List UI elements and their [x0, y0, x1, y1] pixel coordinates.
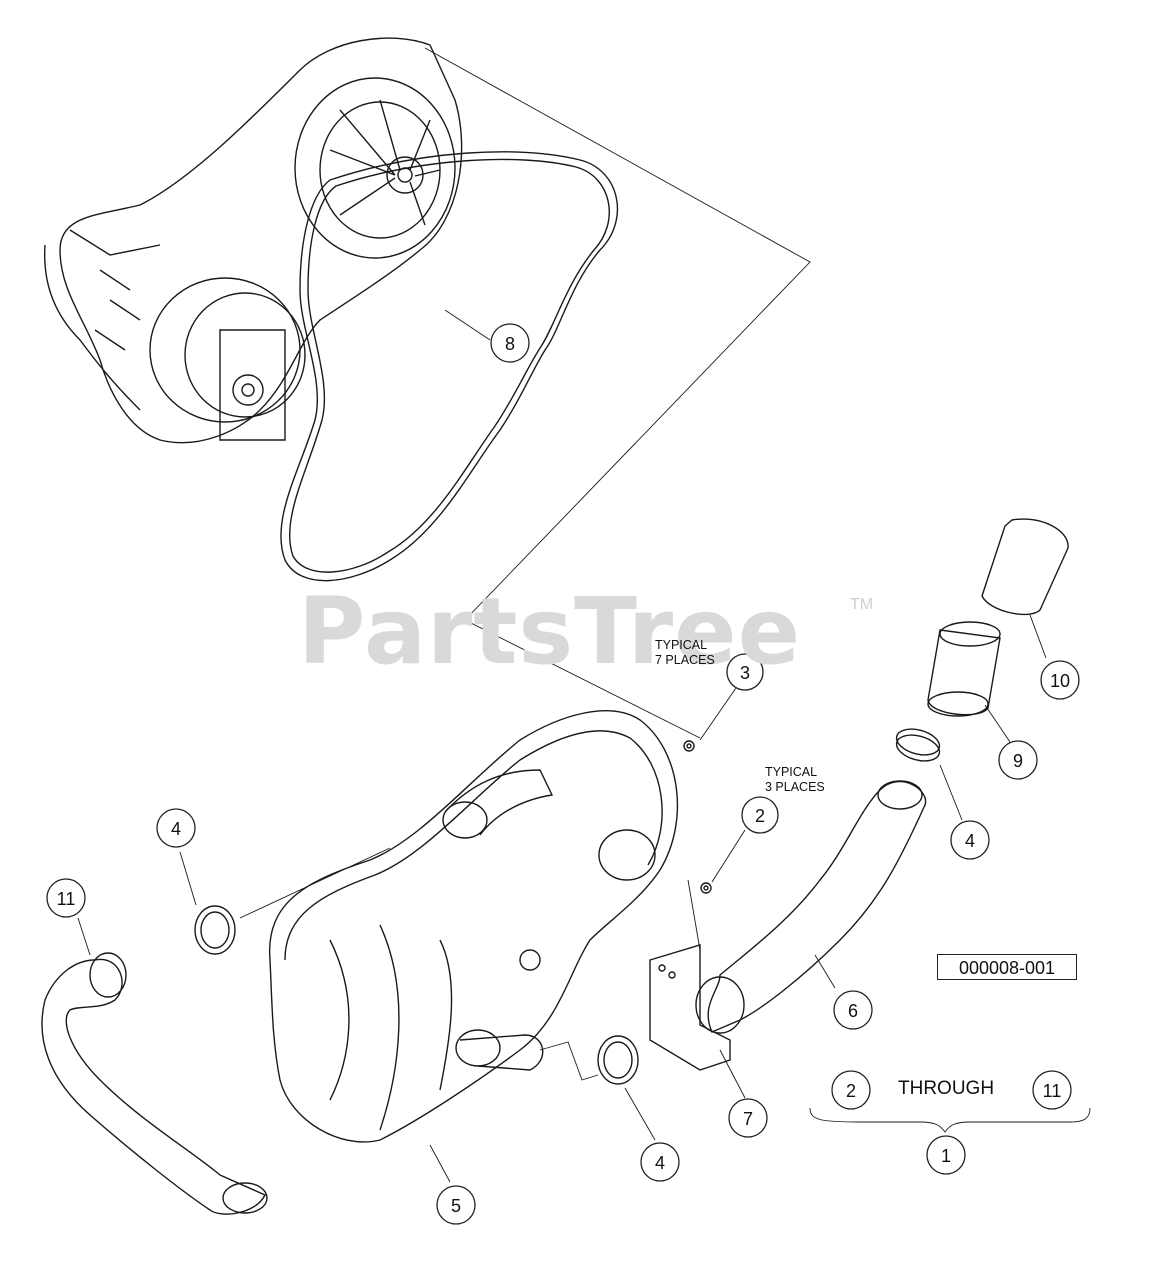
svg-text:4: 4 [171, 819, 181, 839]
callout-11: 11 [46, 878, 86, 918]
svg-text:11: 11 [57, 889, 76, 909]
screw-3 [683, 740, 695, 752]
trademark-symbol: TM [850, 596, 874, 613]
callout-6: 6 [833, 990, 873, 1030]
callout-4-lower: 4 [640, 1142, 680, 1182]
svg-text:5: 5 [451, 1196, 461, 1216]
clamp-left [194, 905, 236, 955]
svg-text:8: 8 [505, 334, 515, 354]
svg-text:7: 7 [743, 1109, 753, 1129]
outlet-duct [41, 952, 268, 1215]
assembly-brace [809, 1107, 1091, 1133]
drive-belt [280, 151, 619, 582]
callout-10: 10 [1040, 660, 1080, 700]
callouts: 8 3 10 9 2 4 4 [46, 323, 1080, 1225]
svg-text:3: 3 [740, 663, 750, 683]
callout-9: 9 [998, 740, 1038, 780]
duct-bracket [649, 944, 731, 1071]
svg-text:2: 2 [755, 806, 765, 826]
svg-text:11: 11 [1043, 1081, 1062, 1101]
svg-text:4: 4 [965, 831, 975, 851]
callout-8: 8 [490, 323, 530, 363]
clamp-lower [597, 1035, 639, 1085]
note-typical-7-line2: 7 PLACES [655, 653, 715, 667]
assembly-frame [424, 47, 811, 739]
svg-text:2: 2 [846, 1081, 856, 1101]
callout-3: 3 [726, 653, 764, 691]
callout-11-assembly: 11 [1032, 1070, 1072, 1110]
note-typical-7: TYPICAL 7 PLACES [655, 638, 715, 668]
note-typical-3-line2: 3 PLACES [765, 780, 825, 794]
assembly-through-label: THROUGH [898, 1078, 995, 1099]
callout-4-upper: 4 [950, 820, 990, 860]
leader-lines [77, 309, 1047, 1183]
callout-4-left: 4 [156, 808, 196, 848]
screw-2 [700, 882, 712, 894]
callout-1: 1 [926, 1135, 966, 1175]
callout-5: 5 [436, 1185, 476, 1225]
outer-clutch-cover [268, 710, 679, 1143]
inner-clutch-housing [43, 37, 463, 444]
air-filter [927, 621, 1001, 717]
svg-text:1: 1 [941, 1146, 951, 1166]
filter-sleeve [981, 518, 1069, 616]
inlet-duct [695, 780, 927, 1034]
callout-2-assembly: 2 [831, 1070, 871, 1110]
partstree-watermark: PartsTree [298, 578, 801, 685]
svg-text:9: 9 [1013, 751, 1023, 771]
note-typical-3-line1: TYPICAL [765, 765, 818, 779]
diagram-reference-number: 000008-001 [937, 954, 1077, 980]
svg-text:10: 10 [1050, 671, 1070, 691]
callout-7: 7 [728, 1098, 768, 1138]
clamp-upper [895, 728, 941, 762]
note-typical-7-line1: TYPICAL [655, 638, 708, 652]
svg-text:4: 4 [655, 1153, 665, 1173]
svg-text:6: 6 [848, 1001, 858, 1021]
callout-2: 2 [741, 796, 779, 834]
note-typical-3: TYPICAL 3 PLACES [765, 765, 825, 795]
